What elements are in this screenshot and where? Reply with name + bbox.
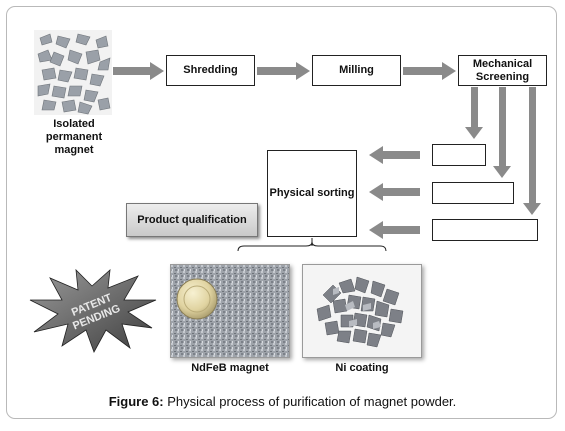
- arrow-to-screening: [403, 62, 456, 80]
- screened-fraction-box-2: [432, 182, 514, 204]
- mechanical-screening-box: Mechanical Screening: [458, 55, 547, 86]
- sorting-bracket: [237, 238, 387, 252]
- shredding-box: Shredding: [166, 55, 255, 86]
- coin-icon: [176, 278, 218, 320]
- ni-coating-label: Ni coating: [335, 362, 389, 374]
- patent-pending-badge: PATENT PENDING: [29, 268, 157, 353]
- isolated-magnet-label: Isolated permanent magnet: [45, 118, 103, 156]
- arrow-to-shredding: [113, 62, 164, 80]
- screened-fraction-box-1: [432, 144, 486, 166]
- physical-sorting-box: Physical sorting: [267, 150, 357, 237]
- product-qualification-box: Product qualification: [126, 203, 258, 237]
- arrow-left-2: [369, 183, 420, 201]
- arrow-left-3: [369, 221, 420, 239]
- caption-prefix: Figure 6:: [108, 394, 164, 409]
- isolated-magnet-photo: [34, 30, 112, 115]
- arrow-down-2: [493, 87, 511, 178]
- ni-coating-photo: [302, 264, 422, 358]
- caption-text: Physical process of purification of magn…: [163, 394, 457, 409]
- arrow-down-1: [465, 87, 483, 139]
- screened-fraction-box-3: [432, 219, 538, 241]
- ndfeb-magnet-label: NdFeB magnet: [191, 362, 269, 374]
- arrow-to-milling: [257, 62, 310, 80]
- milling-box: Milling: [312, 55, 401, 86]
- arrow-group: [113, 62, 541, 239]
- arrow-left-1: [369, 146, 420, 164]
- arrow-down-3: [523, 87, 541, 215]
- ndfeb-magnet-photo: [170, 264, 290, 358]
- figure-caption: Figure 6: Physical process of purificati…: [0, 394, 565, 409]
